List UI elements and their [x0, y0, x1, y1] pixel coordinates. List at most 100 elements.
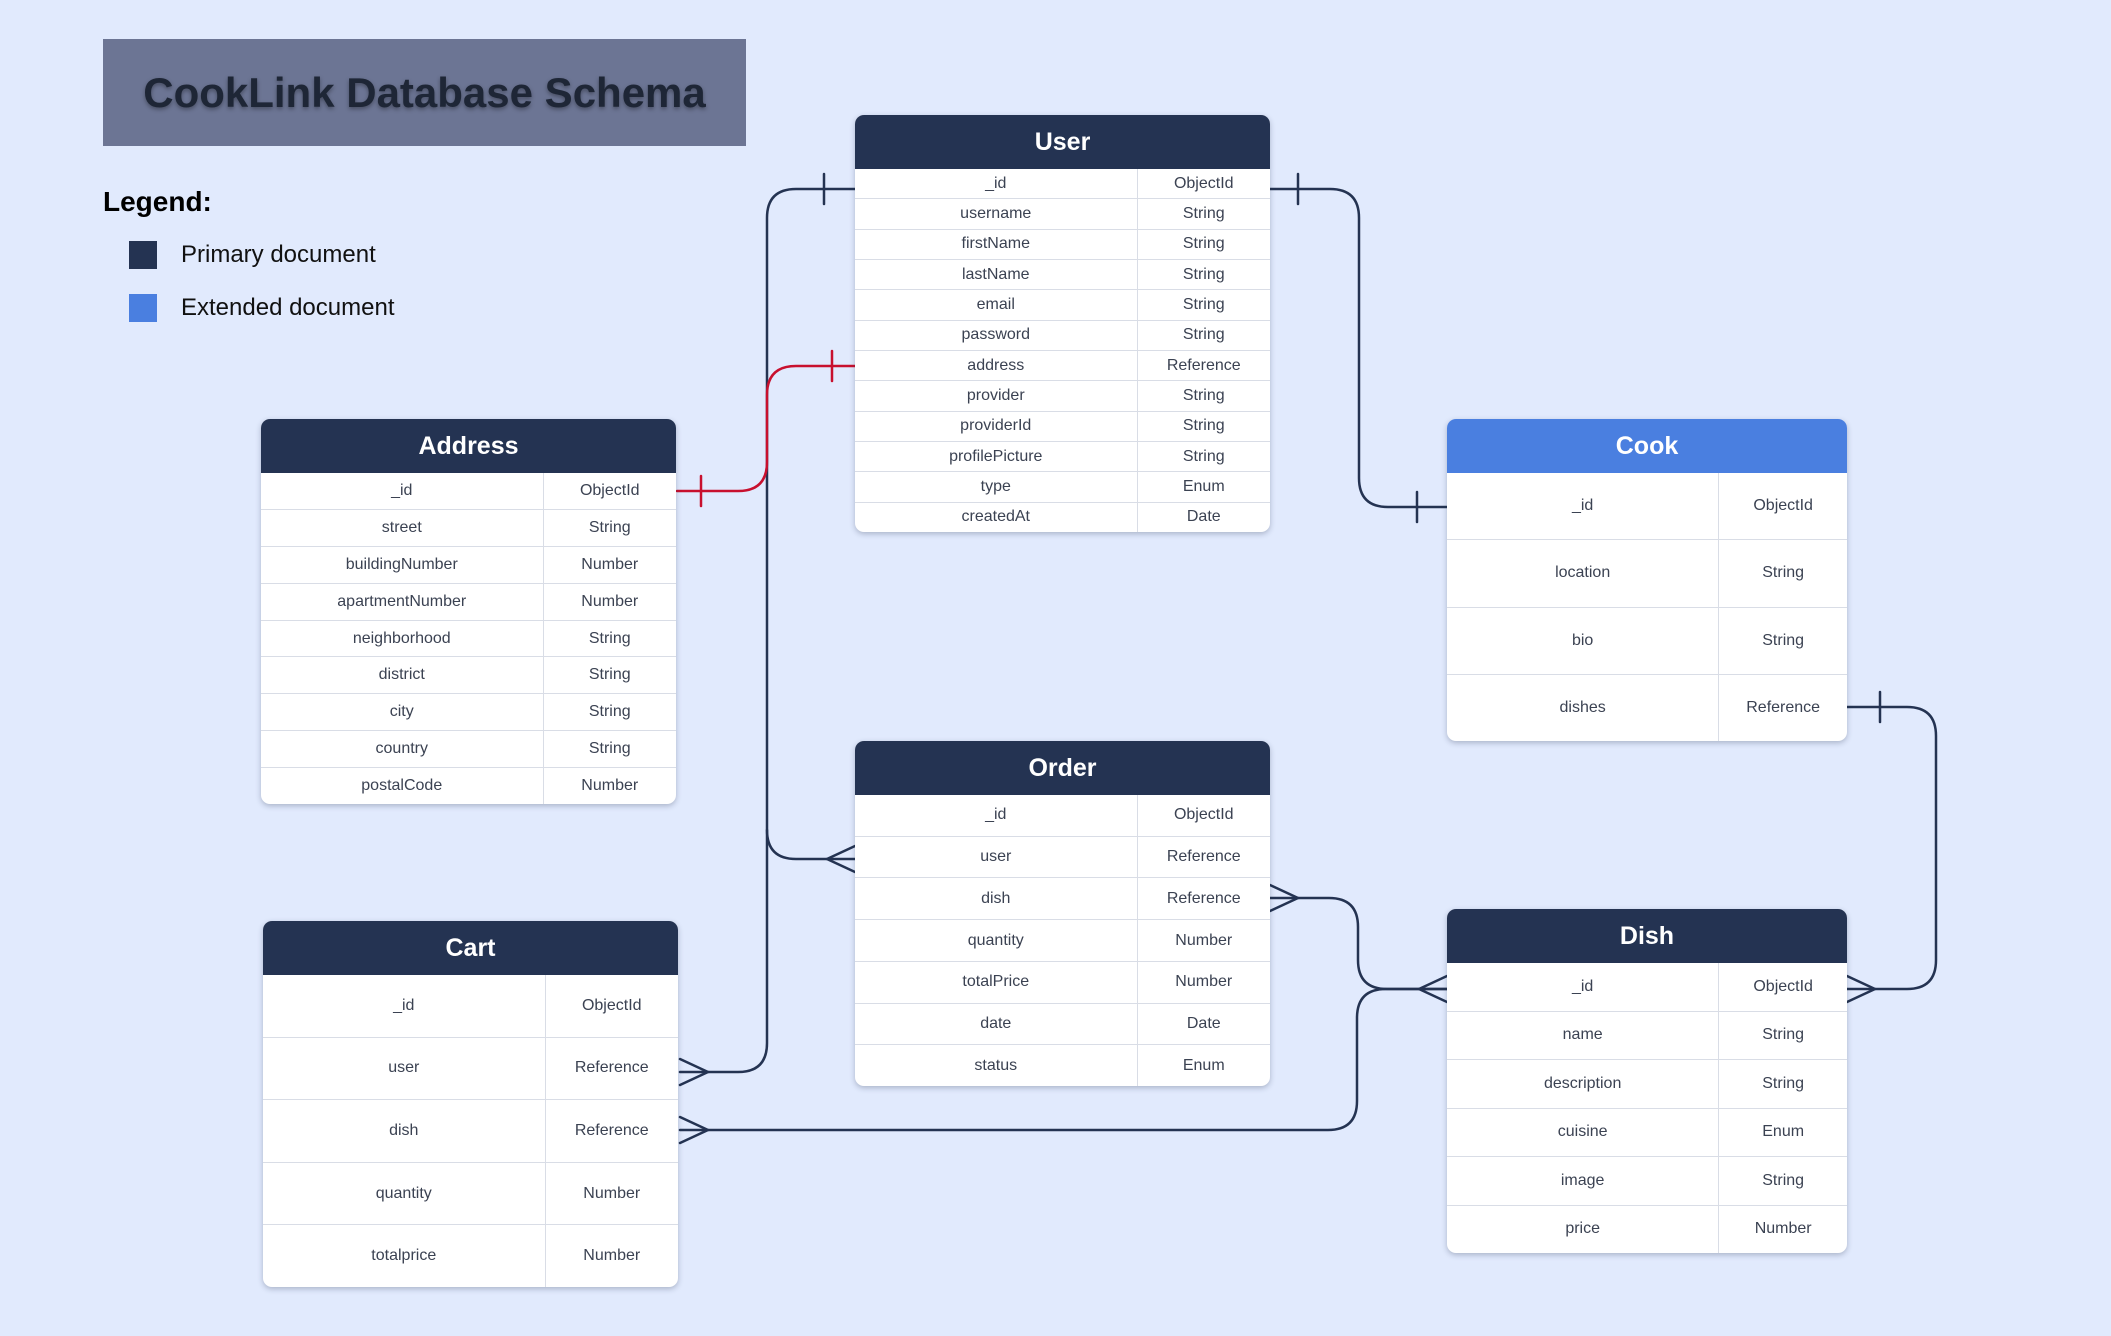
field-name: street	[261, 509, 544, 546]
many-marker-dish-id-right	[1845, 974, 1877, 1004]
field-row: password String	[855, 319, 1270, 350]
field-name: _id	[1447, 473, 1720, 540]
field-type: String	[1762, 1026, 1805, 1044]
field-name: price	[1447, 1205, 1720, 1253]
field-type: Number	[583, 1247, 641, 1265]
field-type: String	[588, 666, 631, 684]
field-type: String	[588, 629, 631, 647]
field-type: String	[1182, 326, 1225, 344]
field-name: _id	[1447, 963, 1720, 1011]
field-name: dish	[263, 1100, 546, 1162]
field-type: ObjectId	[1173, 806, 1234, 824]
field-name: _id	[855, 795, 1138, 836]
field-name: profilePicture	[855, 441, 1138, 472]
field-name: type	[855, 472, 1138, 502]
field-name: image	[1447, 1157, 1720, 1205]
field-type: Number	[581, 555, 639, 573]
field-name: date	[855, 1003, 1138, 1045]
field-name: district	[261, 657, 544, 694]
field-type: ObjectId	[1753, 497, 1813, 515]
field-type: Number	[581, 777, 639, 795]
field-row: location String	[1447, 539, 1847, 607]
field-type: String	[1182, 235, 1225, 253]
field-name: email	[855, 290, 1138, 320]
field-type: ObjectId	[579, 481, 640, 499]
connector-user-to-cook	[1268, 187, 1449, 509]
field-name: createdAt	[855, 502, 1138, 532]
field-name: country	[261, 731, 544, 768]
many-marker-order-dish	[1268, 883, 1300, 913]
field-name: password	[855, 320, 1138, 350]
field-row: district String	[261, 656, 676, 694]
field-name: _id	[855, 169, 1138, 199]
field-type: Reference	[1746, 698, 1821, 716]
legend-swatch-primary	[129, 241, 157, 269]
field-row: dish Reference	[263, 1099, 678, 1162]
field-row: quantity Number	[855, 919, 1270, 961]
legend-item-primary: Primary document	[129, 241, 376, 269]
legend-title: Legend:	[103, 186, 212, 217]
field-row: providerId String	[855, 410, 1270, 441]
field-type: Number	[1175, 931, 1233, 949]
field-type: Reference	[1166, 848, 1241, 866]
diagram-title-banner: CookLink Database Schema	[103, 39, 746, 146]
field-name: providerId	[855, 411, 1138, 441]
connector-user-to-cart	[678, 828, 769, 1074]
legend-label-primary: Primary document	[181, 241, 376, 268]
legend-item-extended: Extended document	[129, 294, 394, 322]
entity-title: Address	[261, 419, 676, 473]
field-type: Reference	[574, 1121, 649, 1139]
field-type: String	[588, 740, 631, 758]
field-name: description	[1447, 1060, 1720, 1108]
field-name: location	[1447, 540, 1720, 607]
field-type: Reference	[574, 1059, 649, 1077]
many-marker-cart-user	[678, 1057, 710, 1087]
field-type: ObjectId	[581, 996, 642, 1014]
field-name: bio	[1447, 607, 1720, 674]
field-type: String	[1762, 564, 1805, 582]
entity-title: Order	[855, 741, 1270, 795]
field-row: _id ObjectId	[1447, 473, 1847, 540]
many-marker-order-user	[825, 844, 857, 874]
field-type: String	[1182, 417, 1225, 435]
connector-cook-to-dish	[1845, 705, 1938, 991]
field-name: apartmentNumber	[261, 583, 544, 620]
field-name: quantity	[855, 920, 1138, 961]
field-name: cuisine	[1447, 1108, 1720, 1156]
field-row: _id ObjectId	[855, 795, 1270, 836]
connector-user-to-order-cart	[765, 187, 857, 861]
field-type: Number	[1175, 973, 1233, 991]
field-name: totalPrice	[855, 961, 1138, 1003]
field-name: address	[855, 350, 1138, 381]
field-type: String	[588, 703, 631, 721]
field-type: String	[1182, 265, 1225, 283]
field-name: provider	[855, 381, 1138, 411]
diagram-title: CookLink Database Schema	[143, 68, 706, 116]
field-type: String	[1762, 1074, 1805, 1092]
